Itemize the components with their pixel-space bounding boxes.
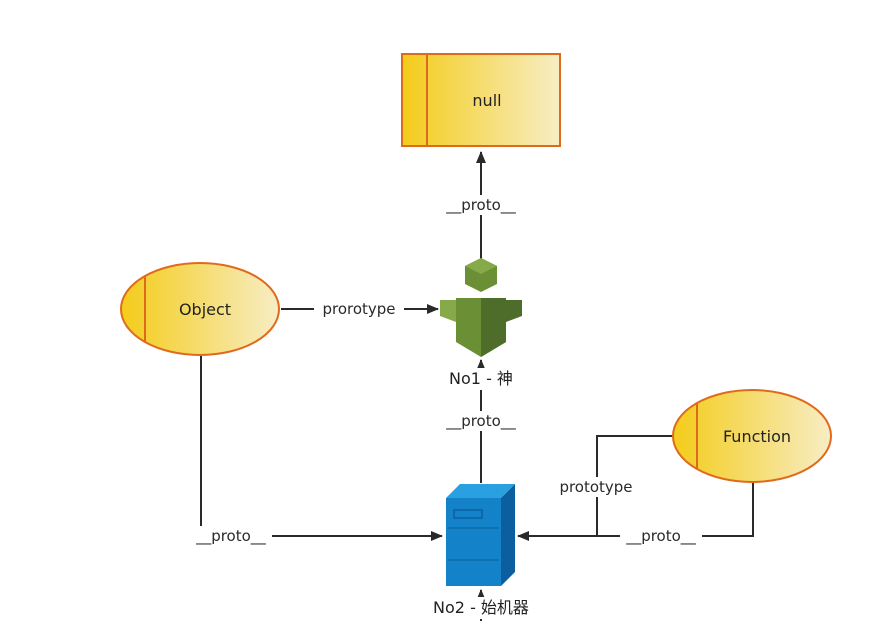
god-node-label: No1 - 神 xyxy=(449,369,513,388)
edge-function-proto: __proto__ xyxy=(517,481,754,546)
machine-node[interactable]: No2 - 始机器 xyxy=(425,484,537,619)
edge-label-machine-to-god: __proto__ xyxy=(445,412,516,431)
function-node[interactable]: Function xyxy=(672,389,832,483)
edge-function-prototype: prototype xyxy=(549,435,673,536)
edge-label-object-to-machine: __proto__ xyxy=(195,527,266,546)
edge-label-function-proto: __proto__ xyxy=(625,527,696,546)
null-node-label: null xyxy=(472,91,501,110)
edge-label-god-to-null: __proto__ xyxy=(445,196,516,215)
god-figure-icon xyxy=(440,258,522,357)
object-node[interactable]: Object xyxy=(120,262,280,356)
god-node[interactable]: No1 - 神 xyxy=(440,258,522,390)
server-icon xyxy=(446,484,515,586)
edge-label-function-prototype: prototype xyxy=(559,478,632,496)
object-node-label: Object xyxy=(179,300,231,319)
null-node[interactable]: null xyxy=(401,53,561,147)
machine-node-label: No2 - 始机器 xyxy=(433,598,529,617)
function-node-label: Function xyxy=(723,427,791,446)
edge-god-to-null: __proto__ xyxy=(440,151,522,262)
edge-label-object-to-god: prorotype xyxy=(322,300,395,318)
edge-object-to-god: prorotype xyxy=(281,299,439,319)
edge-object-to-machine: __proto__ xyxy=(190,356,443,546)
